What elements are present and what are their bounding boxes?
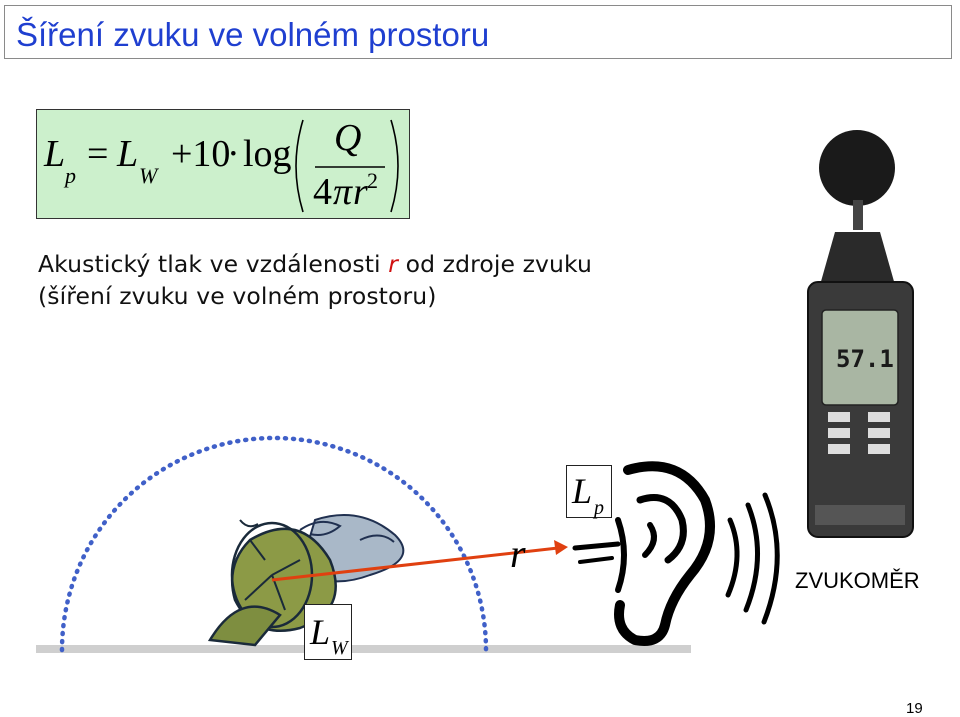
label-lp-symbol: L: [572, 470, 592, 512]
meter-reading: 57.1: [836, 345, 894, 373]
label-lw-subscript: W: [331, 637, 348, 660]
label-r: r: [510, 530, 526, 577]
label-lw-box: L W: [304, 604, 352, 660]
ground-line: [36, 645, 691, 653]
sound-level-meter-icon: [808, 130, 913, 537]
page-number: 19: [906, 700, 923, 717]
label-lp-subscript: p: [594, 497, 604, 520]
label-lp-box: L p: [566, 465, 612, 518]
meter-label: ZVUKOMĚR: [795, 568, 920, 594]
label-lw-symbol: L: [310, 611, 330, 653]
distance-arrowhead: [554, 540, 568, 555]
